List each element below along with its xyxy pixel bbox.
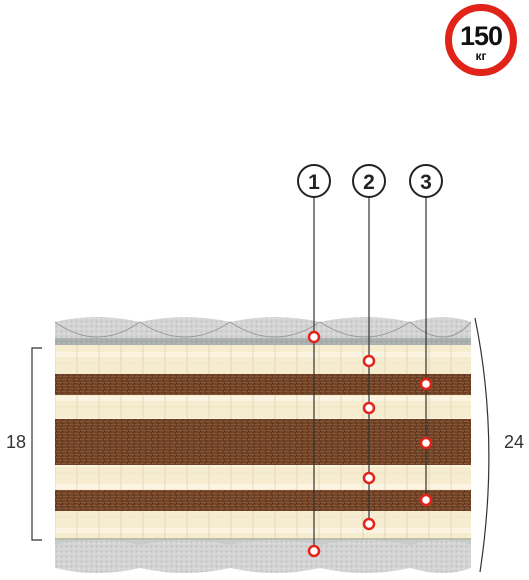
marker-latex bbox=[362, 517, 376, 531]
core-height-bracket bbox=[31, 347, 42, 541]
callout-3-number: 3 bbox=[420, 171, 432, 194]
coconut-coir-layer bbox=[55, 419, 471, 465]
latex-layer bbox=[55, 345, 471, 374]
marker-coir bbox=[419, 377, 433, 391]
weight-limit-value: 150 bbox=[459, 21, 503, 51]
marker-latex bbox=[362, 471, 376, 485]
latex-layer bbox=[55, 395, 471, 419]
callout-2-number: 2 bbox=[363, 171, 375, 194]
total-height-bracket bbox=[474, 317, 490, 573]
callout-2: 2 bbox=[352, 164, 386, 198]
marker-quilted-bottom bbox=[307, 544, 321, 558]
latex-layer bbox=[55, 511, 471, 540]
coconut-coir-layer bbox=[55, 374, 471, 395]
latex-layer bbox=[55, 465, 471, 490]
weight-limit-badge: 150 кг bbox=[445, 4, 517, 76]
core-height-label: 18 bbox=[6, 432, 27, 452]
marker-quilted-top bbox=[307, 330, 321, 344]
callout-3: 3 bbox=[409, 164, 443, 198]
coconut-coir-layer bbox=[55, 490, 471, 511]
marker-latex bbox=[362, 354, 376, 368]
callout-1-number: 1 bbox=[308, 171, 320, 194]
marker-coir bbox=[419, 436, 433, 450]
marker-latex bbox=[362, 401, 376, 415]
bottom-quilted-layer bbox=[55, 538, 471, 573]
total-height-label: 24 bbox=[504, 432, 525, 452]
callout-1: 1 bbox=[297, 164, 331, 198]
marker-coir bbox=[419, 493, 433, 507]
top-quilted-layer bbox=[54, 317, 472, 348]
weight-limit-unit: кг bbox=[475, 49, 487, 63]
